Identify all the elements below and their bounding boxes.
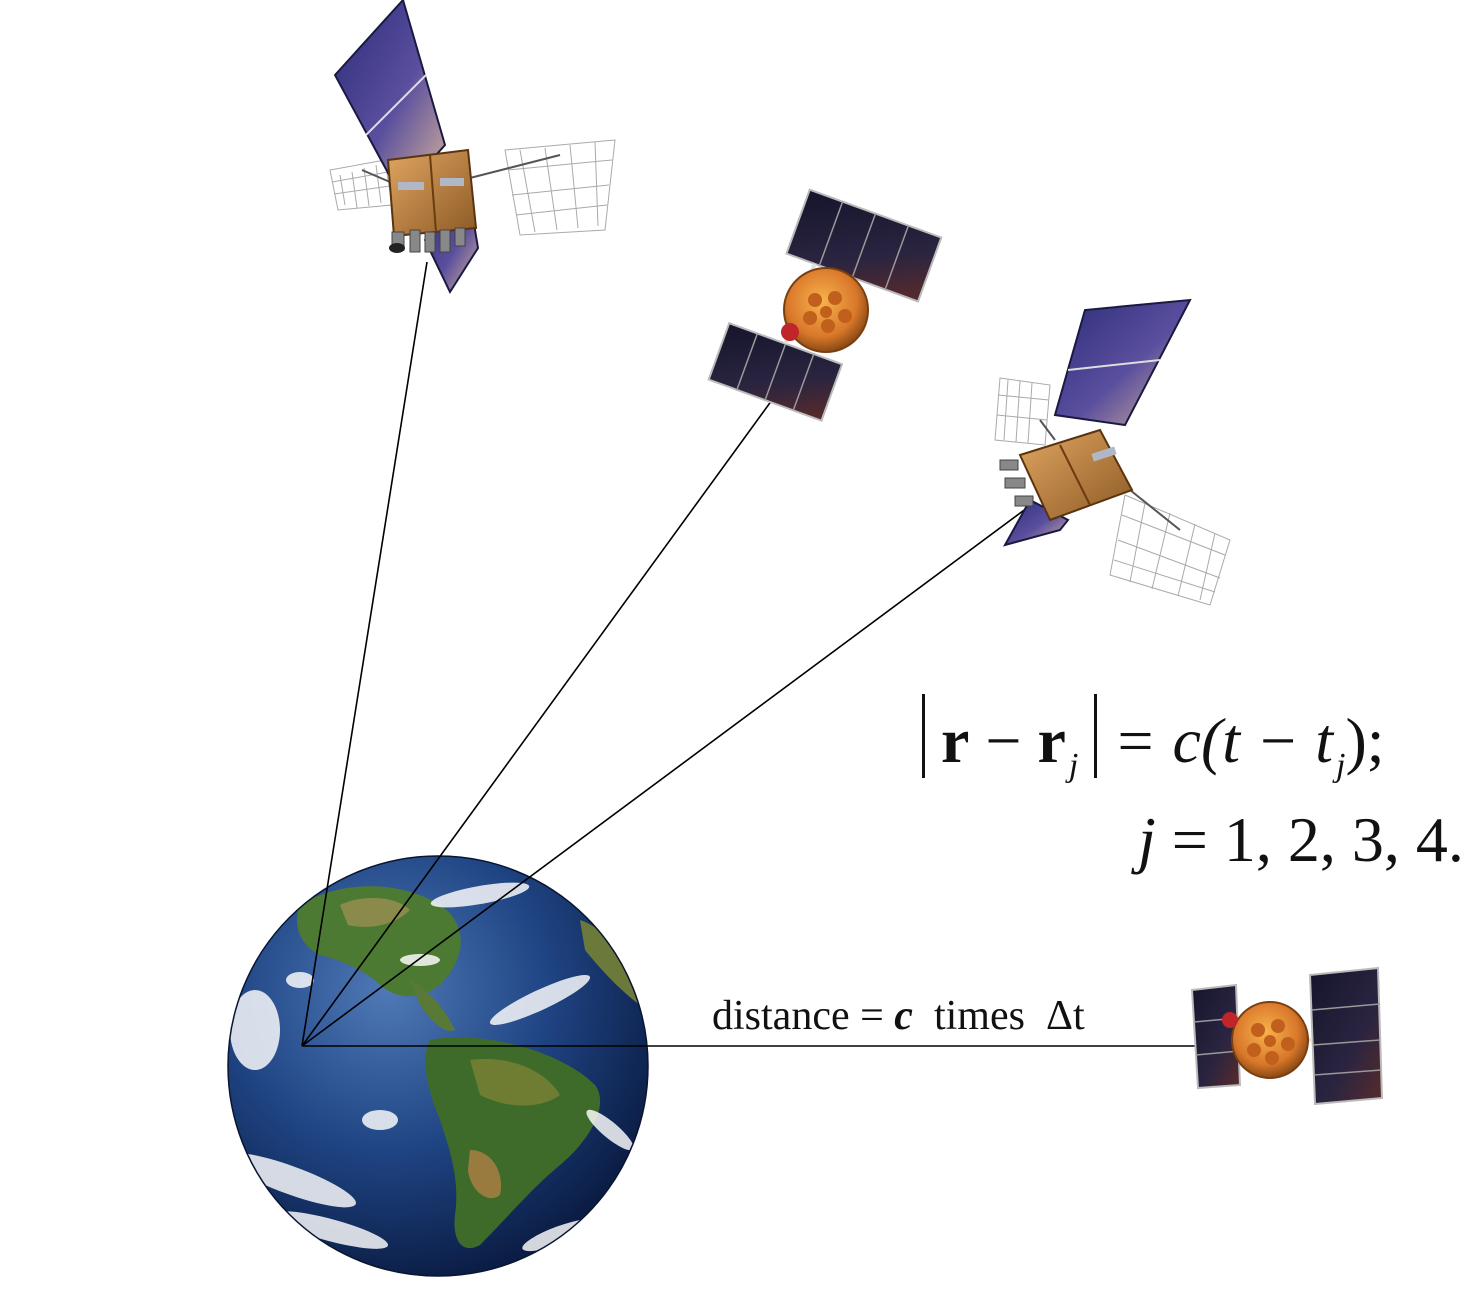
eq-tail: ); (1345, 705, 1385, 776)
diagram-svg (227, 0, 1384, 1277)
distance-c: c (894, 993, 913, 1039)
index-values: = 1, 2, 3, 4. (1155, 804, 1464, 875)
glonass-satellite-icon (707, 188, 943, 422)
abs-bar-right (1094, 694, 1098, 778)
eq-rhs: = c(t − t (1097, 705, 1334, 776)
eq-minus: − (969, 705, 1038, 776)
diagram-canvas: r − rj = c(t − tj); j = 1, 2, 3, 4. dist… (227, 0, 1464, 1277)
distance-label: distance = c times Δt (712, 995, 1085, 1037)
gps-satellite-icon (994, 298, 1231, 606)
range-lines (301, 261, 1215, 1047)
eq-r-j: r (1037, 705, 1066, 776)
range-equation: r − rj = c(t − tj); (922, 694, 1385, 783)
distance-middle: times (912, 993, 1046, 1039)
eq-sub-j2: j (1336, 747, 1346, 784)
range-line-2 (301, 377, 789, 1047)
abs-bar-left (922, 694, 925, 778)
gps-satellite-icon (329, 0, 616, 295)
distance-prefix: distance = (712, 993, 895, 1039)
eq-sub-j: j (1068, 747, 1079, 784)
range-line-1 (301, 261, 428, 1047)
index-equation: j = 1, 2, 3, 4. (1138, 808, 1464, 872)
eq-r: r (941, 705, 970, 776)
earth-icon (227, 855, 649, 1277)
distance-delta: Δt (1045, 993, 1085, 1039)
glonass-satellite-icon (1190, 966, 1384, 1106)
range-line-3 (301, 501, 1036, 1047)
index-j: j (1138, 804, 1156, 875)
